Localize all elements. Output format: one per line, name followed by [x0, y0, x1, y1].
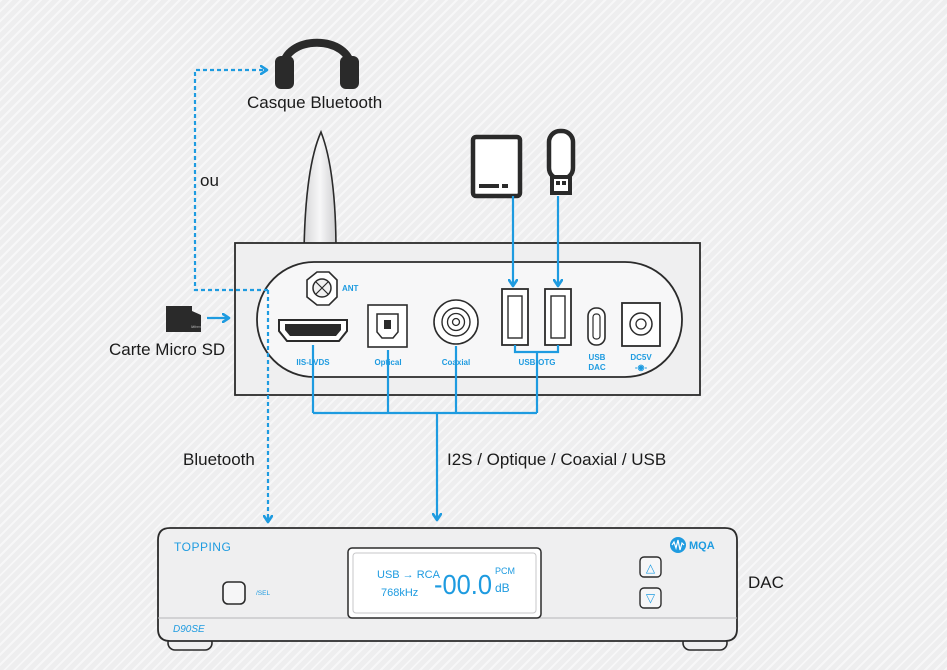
connection-lines: [193, 68, 558, 522]
inputs-label: I2S / Optique / Coaxial / USB: [447, 450, 667, 469]
dc-polarity-symbol: -◉-: [635, 363, 648, 372]
display-volume: -00.0: [434, 569, 492, 600]
antenna-label: ANT: [342, 284, 359, 293]
dac-device: TOPPING D90SE /SEL USB → RCA 768kHz -00.…: [157, 527, 738, 651]
sd-card-mark: Micro: [191, 324, 202, 329]
microsd-icon: Micro: [166, 306, 202, 332]
display-sample-rate: 768kHz: [381, 587, 418, 599]
headphones-label: Casque Bluetooth: [247, 93, 383, 112]
iis-lvds-port: [278, 319, 348, 342]
dc5v-label: DC5V: [630, 353, 652, 362]
dac-brand: TOPPING: [174, 540, 231, 554]
mqa-badge: MQA: [689, 540, 715, 552]
sd-card-label: Carte Micro SD: [109, 340, 226, 359]
power-select-button[interactable]: [222, 581, 246, 605]
dc-power-port: [621, 302, 661, 347]
dac-label: DAC: [748, 573, 784, 592]
usb-dac-label-line2: DAC: [588, 363, 606, 372]
select-label: /SEL: [256, 590, 270, 597]
mqa-logo-icon: [670, 537, 686, 553]
down-arrow-icon: ▽: [646, 591, 656, 605]
headphones-icon: [275, 38, 359, 89]
dac-model: D90SE: [173, 624, 205, 635]
usb-otg-port-1: [501, 288, 529, 346]
usb-otg-port-2: [544, 288, 572, 346]
antenna-connector: [306, 271, 338, 306]
source-device: ANT IIS-LVDS Optical Coaxial: [234, 242, 701, 396]
down-button[interactable]: [639, 587, 662, 609]
usb-stick-icon: [546, 128, 576, 195]
optical-port: [367, 304, 408, 348]
usb-dac-port: [587, 307, 606, 346]
display-route: USB → RCA: [377, 569, 441, 581]
up-button[interactable]: [639, 556, 662, 578]
coaxial-port: [433, 299, 479, 345]
display-unit-pcm: PCM: [495, 566, 515, 576]
display-unit-db: dB: [495, 581, 510, 595]
usb-drive-icon: [470, 134, 523, 199]
bluetooth-label: Bluetooth: [183, 450, 255, 469]
up-arrow-icon: △: [646, 561, 656, 575]
bluetooth-headphone-link: [193, 68, 268, 292]
usb-dac-label-line1: USB: [589, 353, 606, 362]
or-label: ou: [200, 171, 219, 190]
